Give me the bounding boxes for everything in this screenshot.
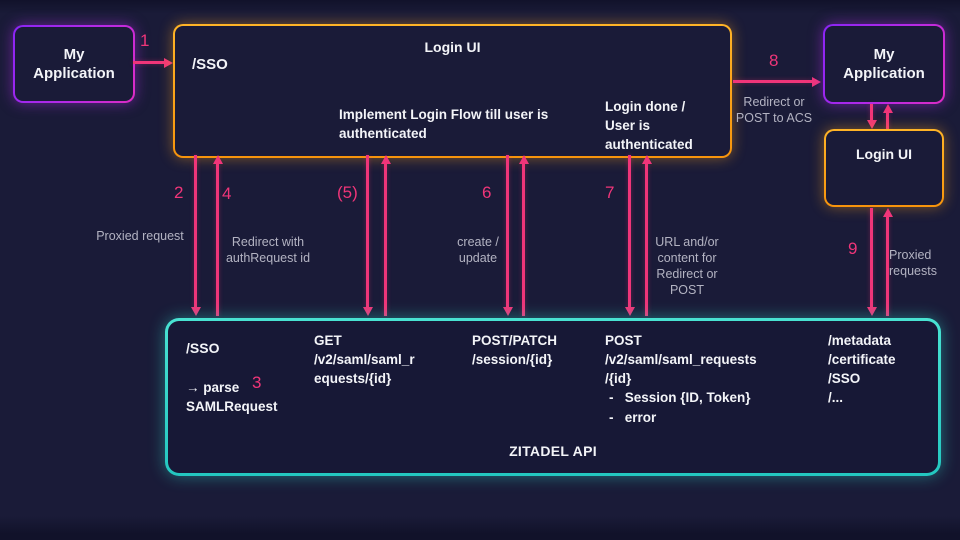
arrow-9-up [886, 216, 889, 316]
zitadel-col-post-saml-request: POST /v2/saml/saml_requests /{id} - Sess… [605, 331, 757, 428]
caption-url-content-redirect-post: URL and/or content for Redirect or POST [655, 235, 719, 297]
zitadel-endpoint-metadata: /metadata [828, 333, 892, 348]
caption-proxied-requests: Proxied requests [889, 248, 937, 278]
arrow-6-up [522, 163, 525, 316]
arrow-4-up [216, 163, 219, 316]
node-my-application-left: My Application [13, 25, 135, 103]
arrow-7-down [628, 155, 631, 308]
caption-proxied-request: Proxied request [96, 229, 184, 243]
zitadel-parse-line2: SAMLRequest [186, 399, 278, 414]
zitadel-get-line1: GET [314, 333, 342, 348]
zitadel-post-line2: /v2/saml/saml_requests [605, 352, 757, 367]
login-ui-right-label: Login UI [856, 146, 912, 162]
arrow-app-to-loginui-right [870, 104, 873, 121]
arrow-9-down [870, 208, 873, 308]
zitadel-endpoint-certificate: /certificate [828, 352, 896, 367]
login-ui-implement-note: Implement Login Flow till user is authen… [339, 107, 549, 141]
login-ui-sso-endpoint: /SSO [192, 56, 228, 73]
node-zitadel-api: /SSO → parse SAMLRequest 3 GET /v2/saml/… [165, 318, 941, 476]
zitadel-post-line1: POST [605, 333, 642, 348]
zitadel-endpoint-more: /... [828, 390, 844, 405]
login-ui-done-note: Login done / User is authenticated [605, 99, 693, 152]
node-login-ui: Login UI /SSO Implement Login Flow till … [173, 24, 732, 158]
my-application-left-label: My Application [33, 46, 115, 82]
zitadel-col-session: POST/PATCH /session/{id} [472, 331, 557, 369]
arrow-6-down [506, 155, 509, 308]
zitadel-col-get-saml-request: GET /v2/saml/saml_r equests/{id} [314, 331, 415, 388]
arrow-1-app-to-loginui [133, 61, 164, 64]
arrow-5-up [384, 163, 387, 316]
zitadel-session-line2: /session/{id} [472, 352, 553, 367]
zitadel-post-bullet-session: - Session {ID, Token} [609, 390, 751, 405]
arrow-5-down [366, 155, 369, 308]
arrow-7-up [645, 163, 648, 316]
step-6: 6 [482, 183, 492, 202]
step-9: 9 [848, 239, 858, 258]
caption-create-update: create / update [457, 235, 499, 265]
zitadel-api-title: ZITADEL API [509, 443, 597, 459]
zitadel-session-line1: POST/PATCH [472, 333, 558, 348]
zitadel-parse-note: → parse SAMLRequest [186, 378, 278, 416]
login-ui-title: Login UI [424, 39, 481, 55]
caption-redirect-post-acs: Redirect or POST to ACS [735, 95, 813, 125]
my-application-right-label: My Application [843, 46, 925, 82]
caption-redirect-with-authrequest-id: Redirect with authRequest id [225, 235, 311, 265]
step-4: 4 [222, 184, 232, 203]
arrow-loginui-to-app-right [886, 112, 889, 129]
step-5: (5) [337, 183, 358, 202]
zitadel-col-endpoints: /metadata /certificate /SSO /... [828, 331, 896, 407]
zitadel-parse-line1: → parse [186, 380, 240, 395]
zitadel-get-line2: /v2/saml/saml_r [314, 352, 415, 367]
zitadel-post-line3: /{id} [605, 371, 632, 386]
arrow-8-loginui-to-app [733, 80, 812, 83]
node-my-application-right: My Application [823, 24, 945, 104]
zitadel-get-line3: equests/{id} [314, 371, 392, 386]
step-2: 2 [174, 183, 184, 202]
step-8: 8 [769, 51, 779, 70]
step-3: 3 [252, 373, 262, 392]
node-login-ui-right: Login UI [824, 129, 944, 207]
zitadel-sso-endpoint: /SSO [186, 340, 220, 356]
arrow-2-down [194, 155, 197, 308]
zitadel-post-bullet-error: - error [609, 410, 657, 425]
step-1: 1 [140, 31, 150, 50]
step-7: 7 [605, 183, 615, 202]
zitadel-endpoint-sso: /SSO [828, 371, 861, 386]
zitadel-col-sso: /SSO → parse SAMLRequest [186, 339, 278, 416]
